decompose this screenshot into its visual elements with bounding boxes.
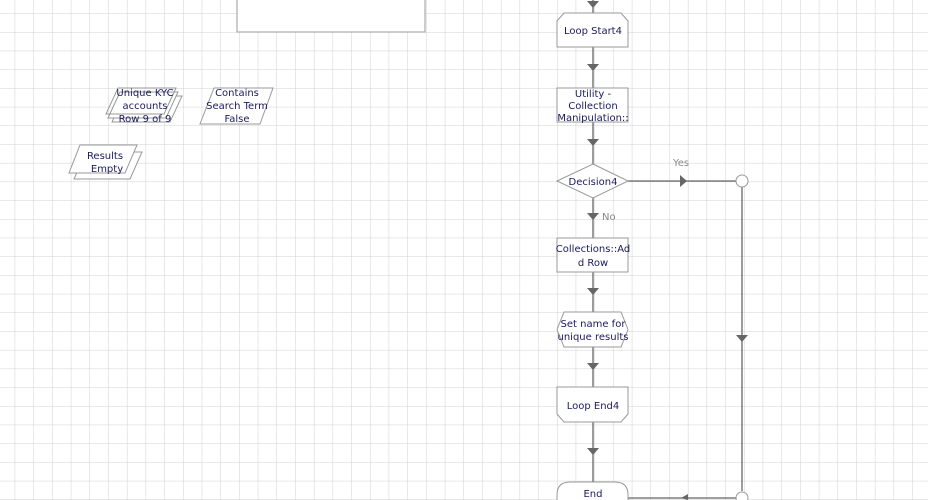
action-stage[interactable]: Utility - Collection Manipulation::	[556, 87, 629, 124]
action-label-line: Collection	[568, 101, 617, 112]
yes-label: Yes	[672, 158, 689, 169]
end-label: End	[583, 489, 602, 500]
no-label: No	[602, 212, 616, 223]
add-row-action-stage[interactable]: Collections::Ad d Row	[556, 237, 630, 273]
action-label-line: Utility -	[575, 89, 612, 100]
decision-label: Decision4	[569, 177, 618, 188]
add-row-label-line: Collections::Ad	[556, 244, 630, 255]
collection-label-line: Unique KYC	[116, 88, 173, 99]
collection-results-empty[interactable]: Results Empty	[68, 144, 143, 180]
end-stage[interactable]: End	[556, 481, 629, 500]
decision-stage[interactable]: Decision4	[555, 163, 630, 199]
collection-label-line: Results	[87, 151, 123, 162]
connectors	[587, 0, 749, 500]
data-item-contains-search-term[interactable]: Contains Search Term False	[199, 87, 274, 125]
loop-end-label: Loop End4	[567, 401, 620, 412]
loop-end-stage[interactable]: Loop End4	[556, 386, 629, 423]
collection-label-line: Row 9 of 9	[119, 114, 172, 125]
add-row-label-line: d Row	[578, 258, 608, 269]
page-reference-block[interactable]	[236, 0, 426, 33]
collection-label-line: accounts	[122, 101, 167, 112]
calc-label-line: Set name for	[561, 319, 627, 330]
collection-label-line: Empty	[91, 164, 123, 175]
loop-start-label: Loop Start4	[564, 26, 622, 37]
data-item-label-line: Search Term	[206, 101, 268, 112]
data-item-label-line: False	[224, 114, 249, 125]
calculation-stage[interactable]: Set name for unique results	[556, 311, 629, 348]
calc-label-line: unique results	[558, 332, 629, 343]
collection-unique-kyc-accounts[interactable]: Unique KYC accounts Row 9 of 9	[105, 87, 183, 125]
data-item-label-line: Contains	[215, 88, 259, 99]
anchor-point[interactable]	[735, 491, 749, 500]
loop-start-stage[interactable]: Loop Start4	[556, 12, 629, 48]
action-label-line: Manipulation::	[557, 113, 628, 124]
anchor-point[interactable]	[735, 174, 749, 188]
